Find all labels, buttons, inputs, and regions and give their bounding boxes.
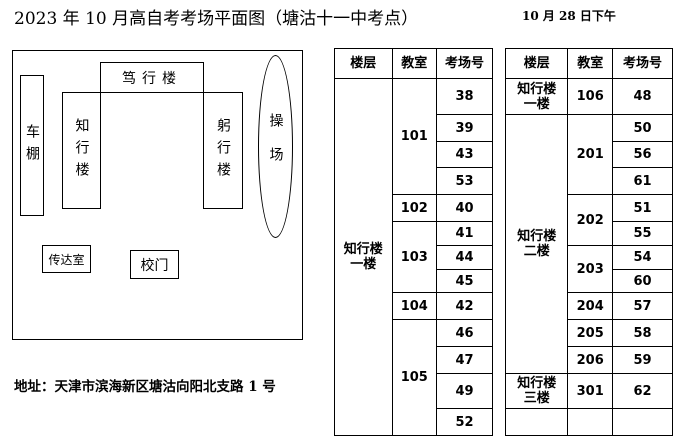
exam-number-cell: 44 — [436, 245, 493, 270]
building-bike-shed: 车棚 — [20, 75, 44, 216]
floor-cell — [504, 408, 569, 436]
exam-number-cell: 58 — [612, 319, 673, 347]
exam-number-cell: 43 — [436, 141, 493, 168]
exam-number-cell: 55 — [612, 221, 673, 246]
room-cell: 103 — [391, 221, 438, 293]
exam-number-cell: 52 — [436, 408, 493, 436]
exam-number-cell: 47 — [436, 346, 493, 374]
school-gate: 校门 — [130, 250, 179, 279]
table-row: 60 — [506, 269, 673, 293]
reception-room: 传达室 — [42, 245, 91, 273]
exam-number-cell: 42 — [436, 292, 493, 320]
table-row — [504, 408, 673, 436]
room-cell: 301 — [567, 373, 613, 409]
room-cell — [567, 408, 613, 436]
exam-number-cell: 51 — [612, 194, 673, 222]
exam-number-cell: 54 — [612, 245, 673, 270]
column-header: 楼层 — [334, 48, 393, 79]
table-row: 49 — [335, 373, 493, 409]
table-row: 47 — [335, 346, 493, 374]
room-cell: 201 — [567, 114, 613, 195]
floor-label: 知行楼一楼 — [517, 81, 557, 112]
floor-label: 知行楼二楼 — [517, 229, 557, 259]
room-cell: 203 — [567, 245, 613, 293]
room-cell: 206 — [567, 346, 613, 374]
exam-number-cell: 50 — [612, 114, 673, 142]
campus-outline — [12, 50, 303, 340]
column-header: 楼层 — [504, 48, 569, 79]
building-zhixing: 知行楼 — [62, 92, 101, 209]
header-row: 楼层教室考场号 — [504, 48, 673, 79]
table-row: 53 — [335, 167, 493, 195]
room-cell: 104 — [391, 292, 438, 320]
floor-cell: 知行楼三楼 — [504, 373, 569, 409]
floor-cell: 知行楼一楼 — [504, 78, 569, 115]
address: 地址：天津市滨海新区塘沽向阳北支路 1 号 — [14, 379, 276, 395]
exam-number-cell — [612, 408, 673, 436]
room-cell: 101 — [391, 78, 438, 195]
room-cell: 202 — [567, 194, 613, 246]
room-cell: 106 — [567, 78, 613, 115]
floor-label: 知行楼一楼 — [343, 242, 383, 272]
exam-number-cell: 46 — [436, 319, 493, 347]
column-header: 教室 — [391, 48, 438, 79]
table-row: 43 — [335, 141, 493, 168]
exam-number-cell: 45 — [436, 269, 493, 293]
exam-number-cell: 57 — [612, 292, 673, 320]
exam-date: 10 月 28 日下午 — [522, 9, 616, 23]
exam-number-cell: 53 — [436, 167, 493, 195]
exam-number-cell: 49 — [436, 373, 493, 409]
table-row: 61 — [506, 167, 673, 195]
exam-number-cell: 60 — [612, 269, 673, 293]
table-row: 44 — [335, 245, 493, 270]
room-cell: 105 — [391, 319, 438, 436]
exam-number-cell: 39 — [436, 114, 493, 142]
header-row: 楼层教室考场号 — [334, 48, 493, 79]
exam-number-cell: 59 — [612, 346, 673, 374]
exam-number-cell: 56 — [612, 141, 673, 168]
room-cell: 102 — [391, 194, 438, 222]
exam-number-cell: 40 — [436, 194, 493, 222]
column-header: 教室 — [567, 48, 613, 79]
building-gongxing: 躬行楼 — [203, 92, 243, 209]
exam-number-cell: 61 — [612, 167, 673, 195]
building-duxing: 笃行楼 — [100, 62, 204, 93]
exam-number-cell: 38 — [436, 78, 493, 115]
playground: 操场 — [258, 55, 293, 238]
table-row: 52 — [335, 408, 493, 436]
column-header: 考场号 — [612, 48, 673, 79]
page-title: 2023 年 10 月高自考考场平面图（塘沽十一中考点） — [14, 9, 419, 29]
exam-number-cell: 62 — [612, 373, 673, 409]
exam-number-cell: 48 — [612, 78, 673, 115]
floor-label: 知行楼三楼 — [517, 376, 557, 406]
exam-number-cell: 41 — [436, 221, 493, 246]
column-header: 考场号 — [436, 48, 493, 79]
room-cell: 204 — [567, 292, 613, 320]
floor-cell: 知行楼一楼 — [334, 78, 393, 436]
floor-cell: 知行楼二楼 — [504, 114, 569, 374]
room-cell: 205 — [567, 319, 613, 347]
